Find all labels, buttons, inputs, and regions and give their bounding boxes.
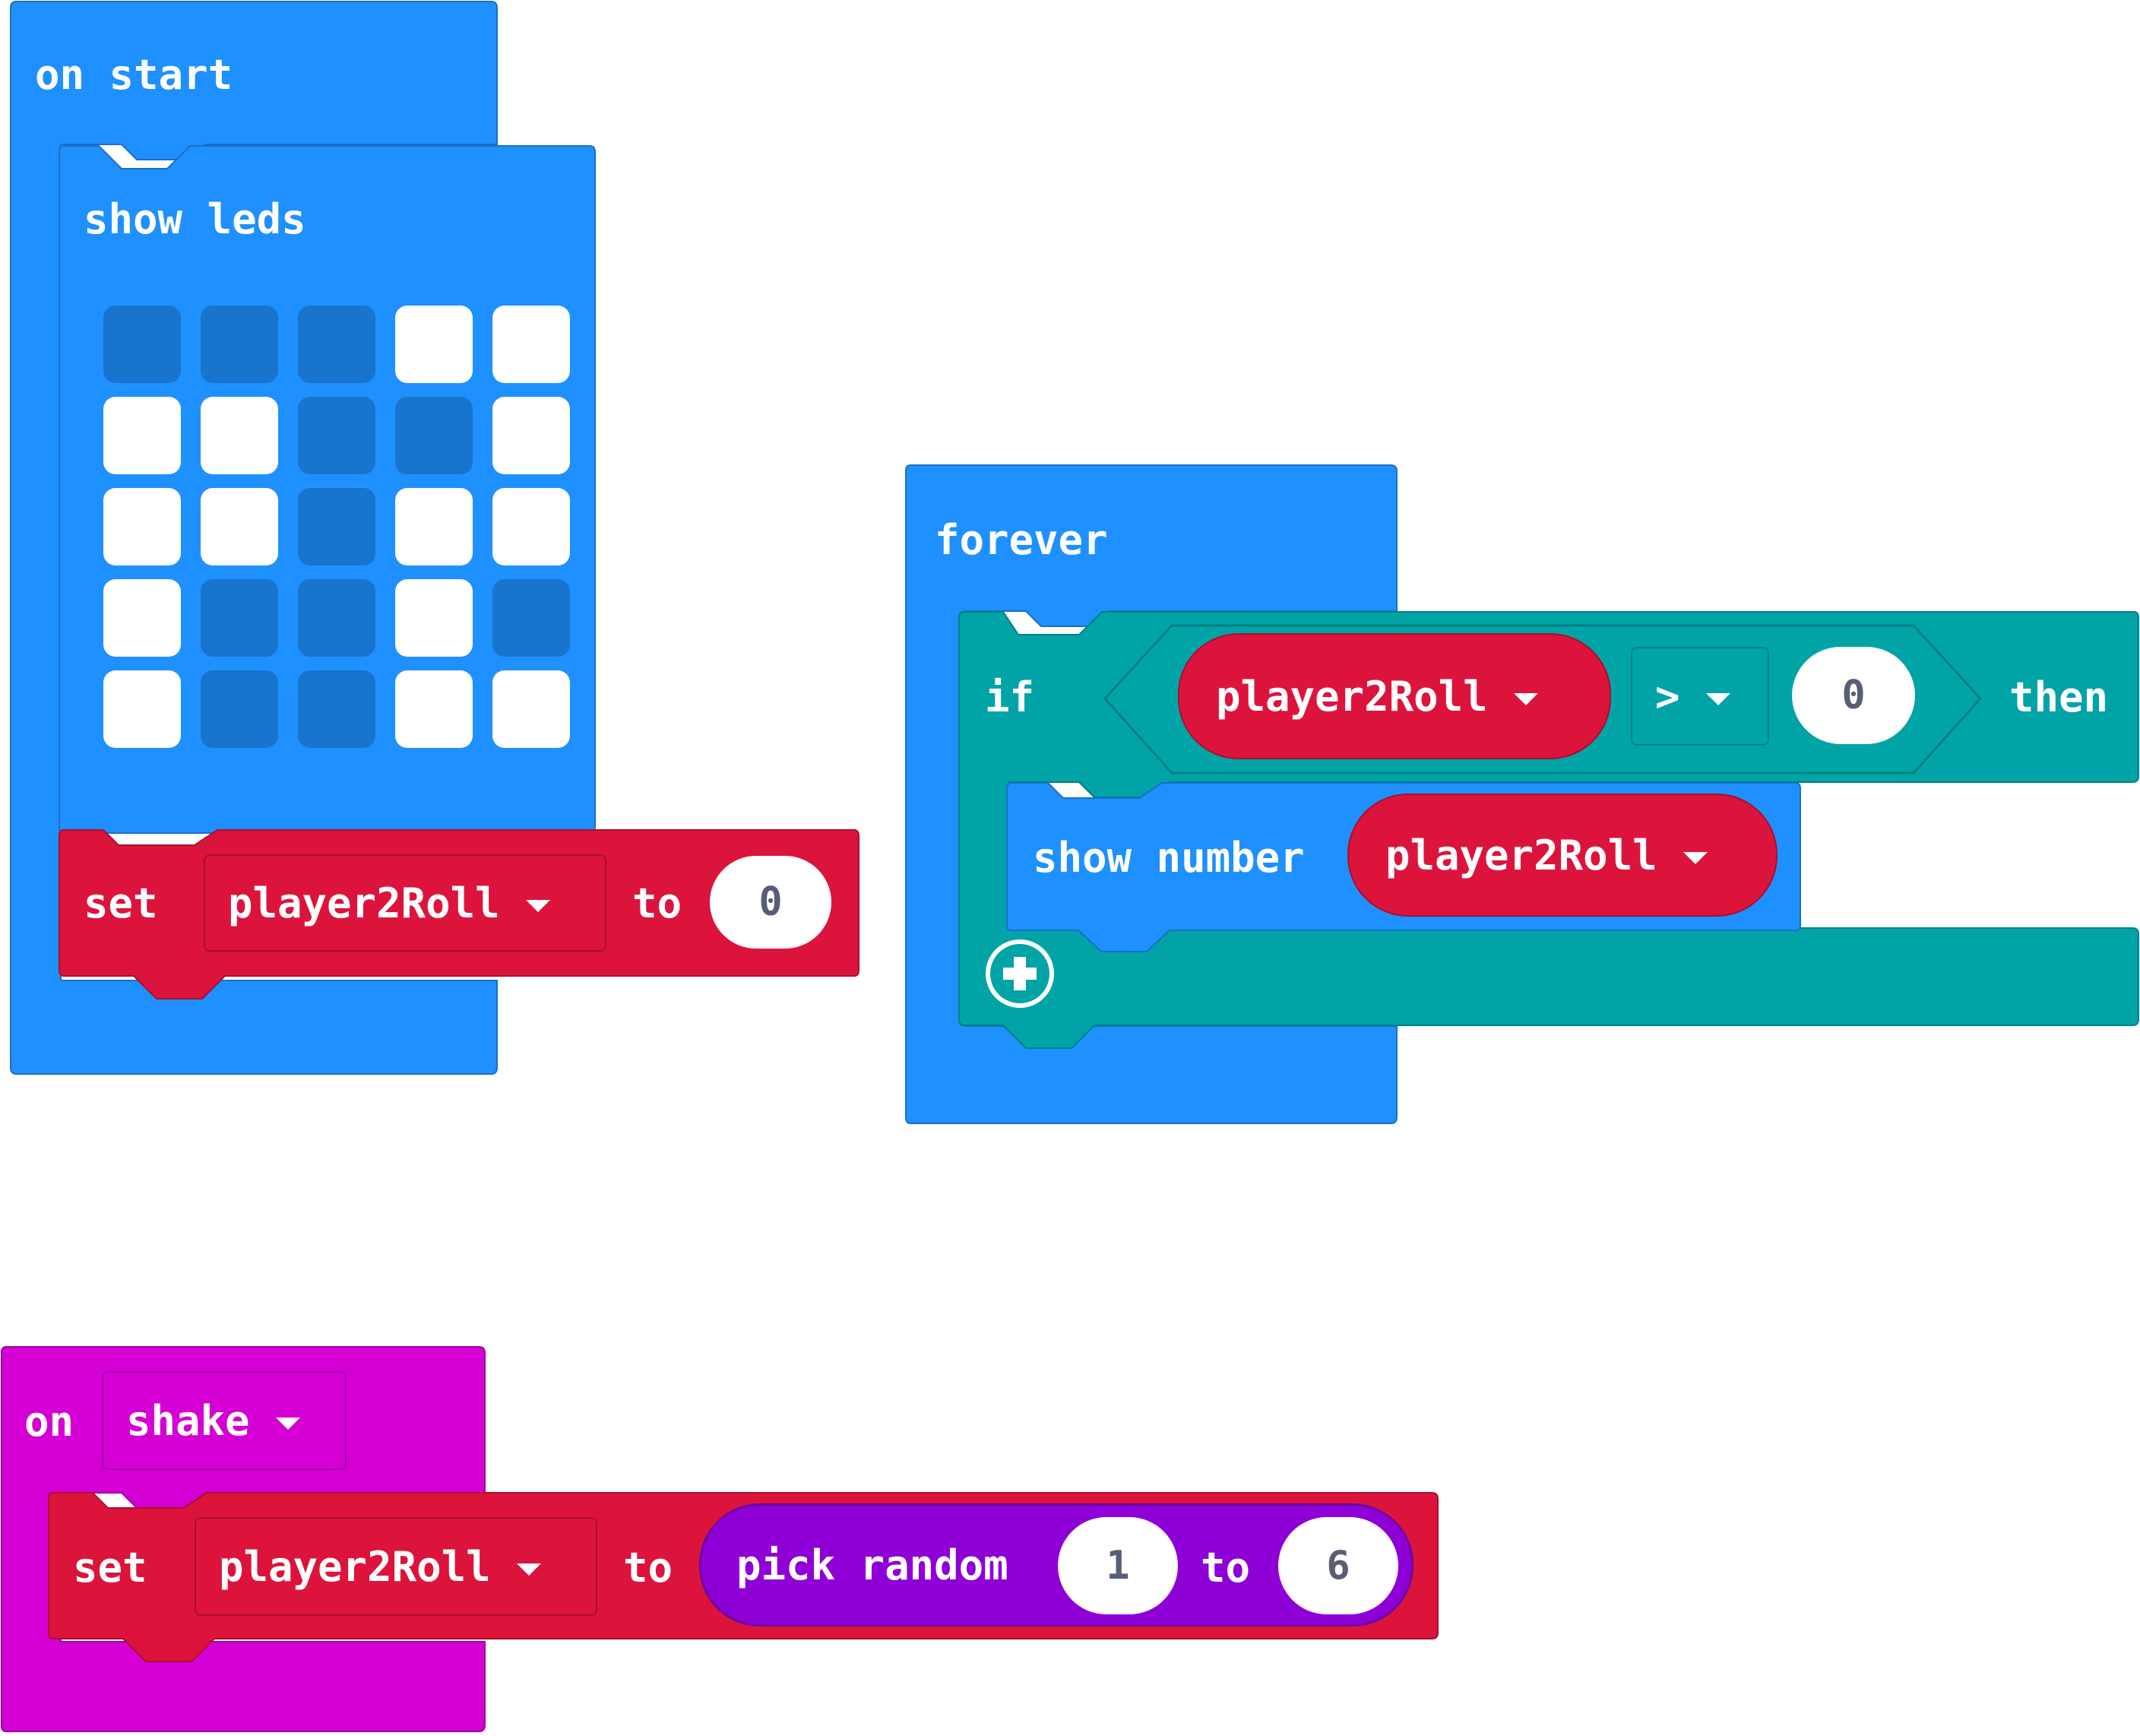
gesture-name: shake [126,1396,250,1445]
variable-dropdown[interactable]: player2Roll [204,854,606,952]
pick-random-label: pick random [736,1541,1008,1589]
led-cell[interactable] [492,306,570,383]
variable-name: player2Roll [219,1542,491,1591]
led-cell[interactable] [201,306,278,383]
led-cell[interactable] [201,397,278,474]
chevron-down-icon [275,1418,300,1430]
set-random-block[interactable]: set player2Roll to pick random 1 to 6 [47,1491,1439,1668]
left-variable-reporter[interactable]: player2Roll [1178,633,1611,759]
right-value-input[interactable]: 0 [1792,647,1915,744]
operator-symbol: > [1655,672,1680,721]
chevron-down-icon [1513,693,1538,705]
set-label: set [84,879,158,927]
led-grid [103,306,575,754]
led-cell[interactable] [201,670,278,748]
number-variable-name: player2Roll [1385,831,1657,879]
random-from-input[interactable]: 1 [1058,1517,1178,1614]
set-variable-block[interactable]: set player2Roll to 0 [58,828,860,1003]
led-cell[interactable] [298,306,375,383]
forever-block[interactable]: forever [904,464,1406,1133]
if-then-block[interactable]: if player2Roll > 0 then [958,610,2140,1051]
led-cell[interactable] [395,397,473,474]
number-variable-reporter[interactable]: player2Roll [1347,794,1778,917]
then-label: then [2009,673,2109,721]
variable-dropdown[interactable]: player2Roll [195,1517,597,1616]
led-cell[interactable] [298,488,375,565]
left-variable-name: player2Roll [1216,672,1488,721]
led-cell[interactable] [298,579,375,657]
random-to-label: to [1201,1544,1251,1592]
plus-circle-icon[interactable] [983,937,1056,1010]
led-cell[interactable] [492,579,570,657]
led-cell[interactable] [395,579,473,657]
led-cell[interactable] [103,397,181,474]
led-cell[interactable] [103,488,181,565]
led-cell[interactable] [395,488,473,565]
on-start-label: on start [35,51,233,99]
variable-name: player2Roll [228,879,500,927]
led-cell[interactable] [298,397,375,474]
led-cell[interactable] [201,488,278,565]
forever-label: forever [935,516,1108,564]
operator-dropdown[interactable]: > [1631,647,1769,746]
if-label: if [985,673,1035,721]
show-leds-label: show leds [84,195,306,243]
chevron-down-icon [525,900,550,912]
value-input[interactable]: 0 [710,856,831,949]
led-cell[interactable] [395,670,473,748]
led-cell[interactable] [103,579,181,657]
led-cell[interactable] [492,397,570,474]
on-label: on [24,1398,74,1446]
led-cell[interactable] [492,670,570,748]
to-label: to [632,879,682,927]
chevron-down-icon [1683,852,1708,864]
led-cell[interactable] [103,670,181,748]
chevron-down-icon [516,1563,541,1576]
chevron-down-icon [1705,693,1730,705]
show-number-label: show number [1033,834,1305,882]
led-cell[interactable] [395,306,473,383]
forever-shape [905,464,1398,1124]
led-cell[interactable] [201,579,278,657]
led-cell[interactable] [298,670,375,748]
gesture-dropdown[interactable]: shake [102,1371,347,1470]
show-leds-block[interactable]: show leds [58,144,597,836]
led-cell[interactable] [492,488,570,565]
random-to-input[interactable]: 6 [1278,1517,1398,1614]
show-number-block[interactable]: show number player2Roll [1005,781,1802,956]
set-label: set [73,1544,147,1592]
led-cell[interactable] [103,306,181,383]
to-label: to [623,1544,673,1592]
on-shake-event-block[interactable]: on shake [0,1345,494,1736]
plus-circle-glyph [986,939,1054,1008]
